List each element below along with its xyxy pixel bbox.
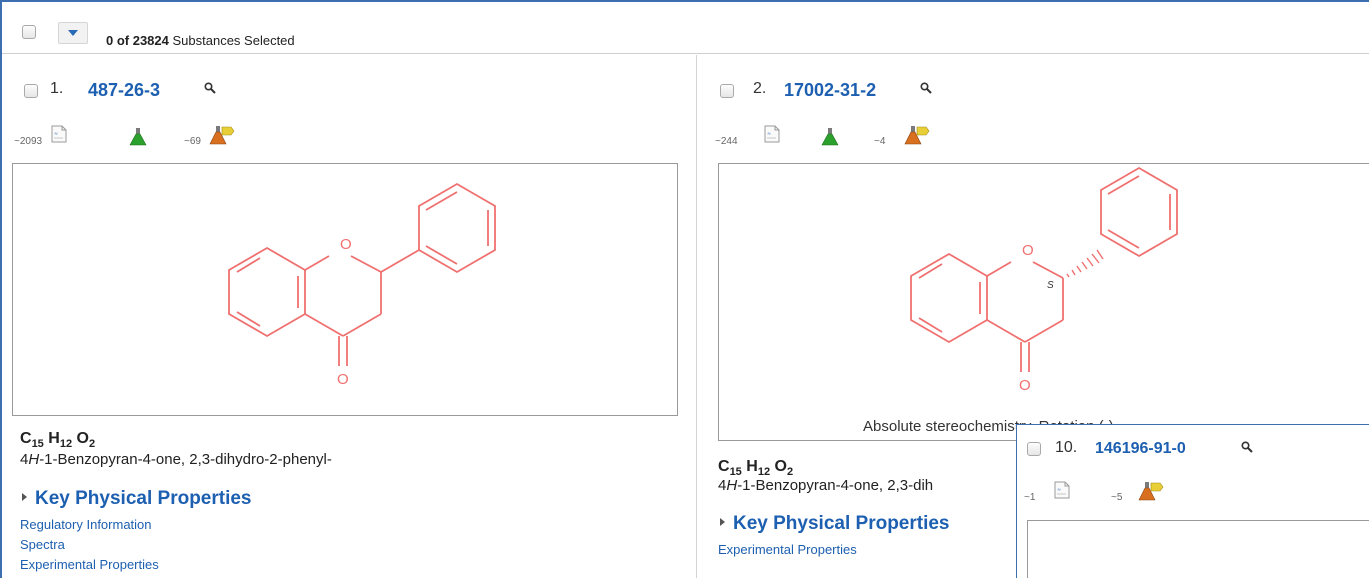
result-card-10: 10. 146196-91-0 ~1 ≈ ~5 (1016, 424, 1369, 578)
molecular-formula: C15 H12 O2 (20, 430, 95, 450)
key-physical-properties-toggle[interactable]: Key Physical Properties (22, 488, 252, 510)
magnifier-icon[interactable] (1241, 441, 1253, 453)
caret-right-icon (720, 517, 725, 526)
oxygen-atom-label: O (340, 236, 352, 253)
stereo-label: S (1047, 280, 1054, 291)
structure-image[interactable]: O O S Absolute stereochemistry. Rotation… (718, 163, 1369, 441)
reference-count: ~2093 (14, 136, 43, 147)
svg-text:≈: ≈ (1057, 487, 1061, 493)
magnifier-icon[interactable] (920, 82, 932, 94)
oxygen-atom-label: O (1022, 242, 1034, 259)
formula-h-count: 12 (757, 466, 771, 479)
name-rest: -1-Benzopyran-4-one, 2,3-dihydro-2-pheny… (39, 451, 332, 468)
structure-image[interactable] (1027, 520, 1369, 578)
key-physical-properties-toggle[interactable]: Key Physical Properties (720, 513, 950, 535)
carbonyl-oxygen-label: O (1019, 377, 1031, 394)
result-checkbox[interactable] (24, 84, 38, 98)
cas-number-link[interactable]: 487-26-3 (88, 80, 161, 100)
result-card-1: 1. 487-26-3 ~2093 ≈ ~69 (2, 55, 697, 578)
cas-number-link[interactable]: 17002-31-2 (784, 80, 877, 100)
formula-o-count: 2 (88, 438, 96, 451)
formula-h-count: 12 (59, 438, 73, 451)
reaction-count: ~4 (874, 136, 886, 147)
selection-toolbar: 0 of 23824 Substances Selected (2, 2, 1369, 54)
reference-count: ~1 (1024, 492, 1036, 503)
green-flask-icon[interactable] (820, 127, 840, 147)
svg-text:≈: ≈ (767, 131, 771, 137)
result-index: 10. (1055, 439, 1078, 456)
svg-text:≈: ≈ (54, 131, 58, 137)
document-icon[interactable]: ≈ (1054, 481, 1070, 499)
result-checkbox[interactable] (1027, 442, 1041, 456)
molecular-formula: C15 H12 O2 (718, 458, 793, 478)
select-all-checkbox[interactable] (22, 25, 36, 39)
substance-name: 4H-1-Benzopyran-4-one, 2,3-dihydro-2-phe… (20, 451, 332, 468)
name-rest: -1-Benzopyran-4-one, 2,3-dih (737, 477, 934, 494)
name-prefix: 4 (718, 477, 727, 494)
formula-o: O (76, 430, 89, 447)
experimental-properties-link[interactable]: Experimental Properties (718, 542, 857, 557)
result-card-2: 2. 17002-31-2 ~244 ≈ ~4 (698, 55, 1369, 578)
name-italic: H (726, 477, 738, 494)
cas-number-link[interactable]: 146196-91-0 (1095, 440, 1186, 457)
reaction-count: ~69 (184, 136, 201, 147)
name-italic: H (28, 451, 40, 468)
s-flavanone-structure: O O S (910, 166, 1178, 394)
result-index: 2. (753, 80, 767, 97)
selection-dropdown-button[interactable] (58, 22, 88, 44)
reference-count: ~244 (715, 136, 738, 147)
formula-c-count: 15 (31, 438, 44, 451)
selection-count: 0 of 23824 Substances Selected (106, 33, 295, 48)
orange-flask-tag-icon[interactable] (209, 124, 235, 146)
green-flask-icon[interactable] (128, 127, 148, 147)
chevron-down-icon (68, 30, 78, 36)
magnifier-icon[interactable] (204, 82, 216, 94)
caret-right-icon (22, 492, 27, 501)
formula-h: H (48, 430, 60, 447)
document-icon[interactable]: ≈ (51, 125, 67, 143)
formula-c-count: 15 (729, 466, 742, 479)
orange-flask-tag-icon[interactable] (1138, 480, 1164, 502)
formula-c: C (20, 430, 32, 447)
selection-count-label: Substances Selected (172, 33, 295, 48)
flavanone-structure: O O (228, 182, 496, 388)
result-checkbox[interactable] (720, 84, 734, 98)
formula-o: O (774, 458, 787, 475)
formula-h: H (746, 458, 758, 475)
formula-o-count: 2 (786, 466, 794, 479)
orange-flask-tag-icon[interactable] (904, 124, 930, 146)
selection-count-value: 0 of 23824 (106, 33, 169, 48)
kpp-label: Key Physical Properties (35, 488, 252, 509)
kpp-label: Key Physical Properties (733, 513, 950, 534)
experimental-properties-link[interactable]: Experimental Properties (20, 557, 159, 572)
result-index: 1. (50, 80, 64, 97)
carbonyl-oxygen-label: O (337, 371, 349, 388)
reaction-count: ~5 (1111, 492, 1123, 503)
name-prefix: 4 (20, 451, 29, 468)
document-icon[interactable]: ≈ (764, 125, 780, 143)
spectra-link[interactable]: Spectra (20, 537, 65, 552)
structure-image[interactable]: O O (12, 163, 678, 416)
regulatory-information-link[interactable]: Regulatory Information (20, 517, 152, 532)
substance-name: 4H-1-Benzopyran-4-one, 2,3-dih (718, 477, 933, 494)
formula-c: C (718, 458, 730, 475)
